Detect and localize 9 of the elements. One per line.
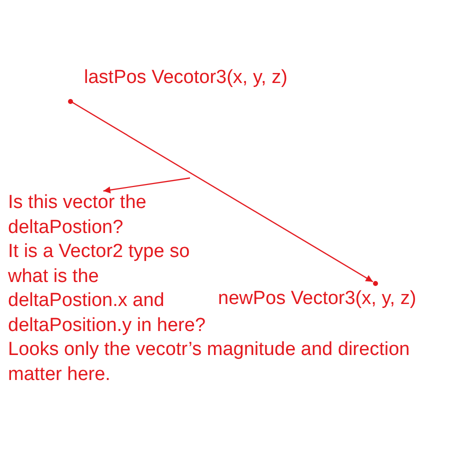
point-label: lastPos Vecotor3(x, y, z) [84, 66, 288, 90]
note-text: Looks only the vecotr’s magnitude and direction matter here. [8, 338, 411, 386]
point-label: newPos Vector3(x, y, z) [218, 287, 416, 311]
point-dot-icon [68, 98, 72, 104]
arrow [72, 102, 374, 282]
question-text: Is this vector the deltaPostion? [8, 191, 148, 240]
pointer-arrow [103, 177, 190, 194]
point-dot-icon [372, 280, 378, 286]
question-text: It is a Vector2 type so what is the deltaPostion.x and deltaPosition.y in here? [8, 240, 207, 338]
